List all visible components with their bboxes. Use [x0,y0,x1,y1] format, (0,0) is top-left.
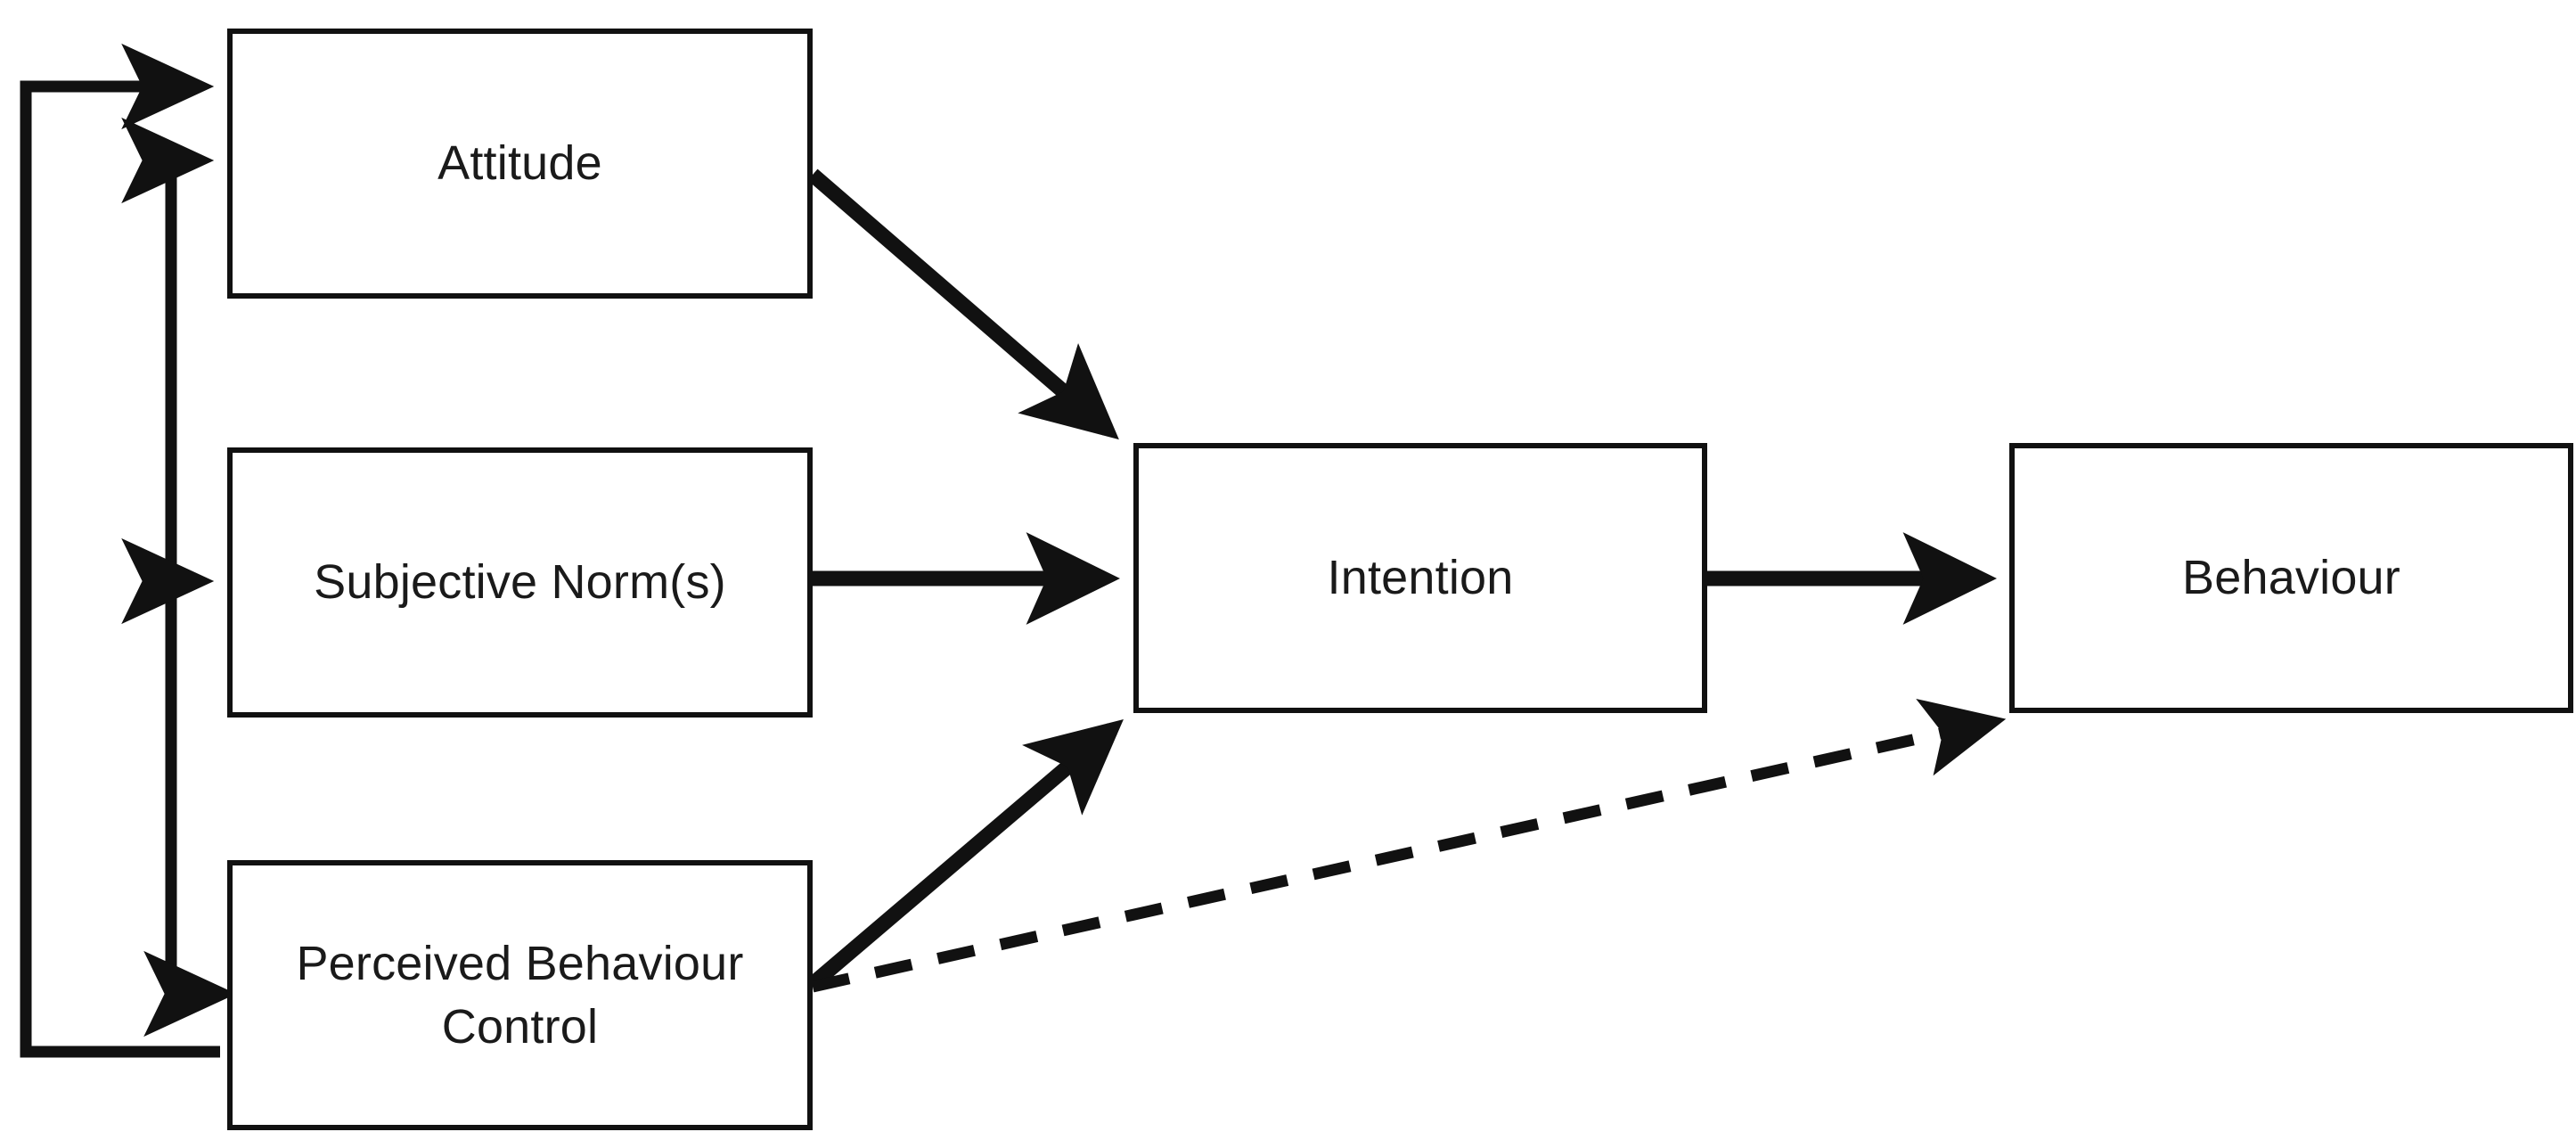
node-behaviour[interactable]: Behaviour [2009,443,2573,713]
node-subjective-norm-label: Subjective Norm(s) [314,555,726,610]
edge-pbc-to-behaviour [811,698,2007,993]
edge-pbc-to-intention-path [807,718,1124,990]
node-intention[interactable]: Intention [1133,443,1707,713]
edge-attitude-to-intention-path [807,168,1119,440]
node-behaviour-label: Behaviour [2182,551,2400,605]
node-perceived-behaviour-control-label: Perceived Behaviour Control [296,937,744,1054]
feedback-loop-inner [121,117,237,1037]
node-subjective-norm[interactable]: Subjective Norm(s) [227,447,813,718]
node-attitude-label: Attitude [438,136,602,191]
node-perceived-behaviour-control[interactable]: Perceived Behaviour Control [227,860,813,1130]
loop-inner-spine [121,117,215,994]
loop-outer-path [20,43,220,1058]
edge-pbc-to-intention [807,718,1124,990]
edge-attitude-to-intention [807,168,1119,440]
node-attitude[interactable]: Attitude [227,29,813,299]
edge-pbc-to-behaviour-path [811,698,2007,993]
feedback-loop-outer [20,43,220,1058]
node-intention-label: Intention [1327,551,1514,605]
